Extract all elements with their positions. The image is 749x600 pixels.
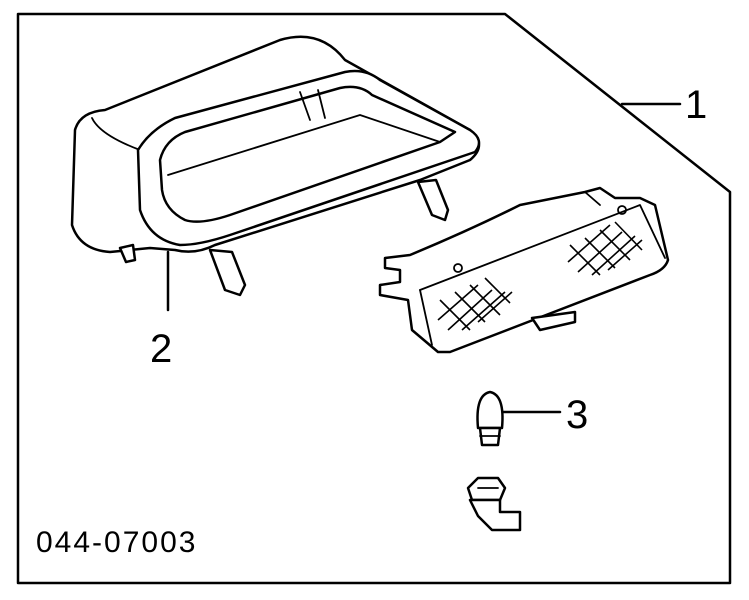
lens-hatch-left xyxy=(437,277,513,331)
lamp-housing-part xyxy=(378,186,670,354)
socket-part xyxy=(466,476,522,532)
bulb-part xyxy=(476,390,562,447)
callout-1: 1 xyxy=(685,83,707,127)
callout-2: 2 xyxy=(150,327,172,371)
diagram-frame xyxy=(16,12,732,585)
cover-part xyxy=(70,35,481,312)
diagram-code: 044-07003 xyxy=(36,526,197,559)
lens-hatch-right xyxy=(567,221,643,276)
callout-3: 3 xyxy=(566,393,588,437)
